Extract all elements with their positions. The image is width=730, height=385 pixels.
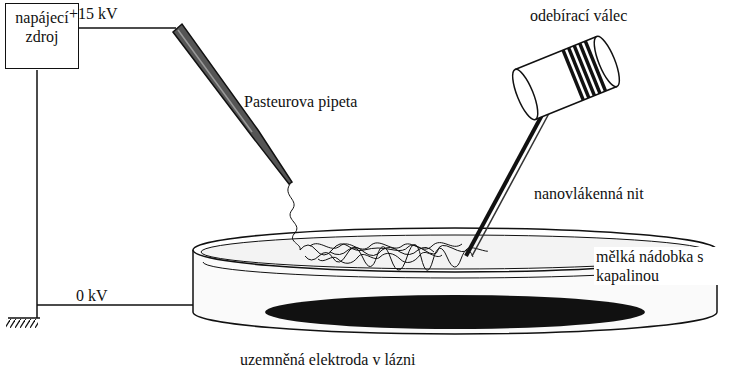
ground-wire — [37, 70, 200, 318]
collecting-cylinder — [508, 33, 625, 122]
voltage-label: +15 kV — [69, 4, 118, 23]
power-supply-box: napájecí zdroj — [5, 3, 79, 69]
high-voltage-wire — [79, 27, 176, 29]
part-name: Pasteurova pipeta — [244, 92, 357, 111]
node-text: napájecí zdroj — [12, 8, 72, 46]
part-name: mělká nádobka s kapalinou — [594, 247, 730, 285]
part-name: odebírací válec — [530, 6, 627, 25]
ground-symbol — [6, 318, 40, 328]
pasteur-pipette — [173, 24, 300, 250]
part-name: uzemněná elektroda v lázni — [240, 350, 415, 369]
ground-electrode — [265, 295, 645, 329]
part-name: nanovlákenná nit — [534, 184, 644, 203]
nanofibre-yarn — [466, 104, 553, 256]
voltage-label: 0 kV — [76, 286, 108, 305]
fibre-mat — [300, 243, 488, 271]
